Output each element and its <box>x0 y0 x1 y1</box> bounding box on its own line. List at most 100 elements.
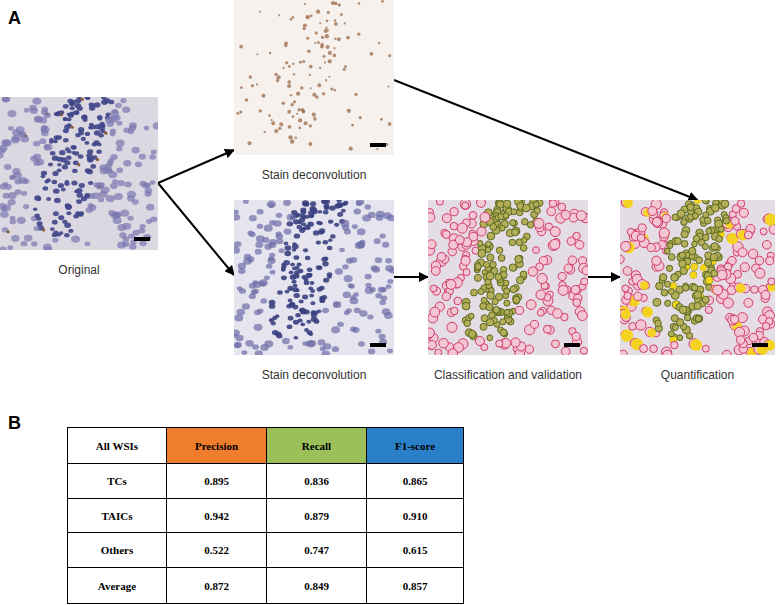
stain-dot <box>6 230 9 233</box>
nucleus <box>43 186 49 190</box>
nucleus <box>318 339 326 345</box>
nucleus <box>238 268 246 274</box>
classified-cell <box>534 218 544 228</box>
positive-cell <box>690 271 697 278</box>
classified-cell <box>621 241 631 251</box>
nucleus <box>32 98 41 105</box>
nucleus <box>234 247 240 254</box>
panel-caption: Quantification <box>661 368 734 382</box>
classified-cell <box>516 306 524 314</box>
table-cell: 0.857 <box>366 567 464 604</box>
positive-cell <box>706 277 713 284</box>
nucleus <box>79 183 85 188</box>
table-header-cell: Recall <box>266 427 367 464</box>
nucleus <box>348 283 354 288</box>
stain-dot <box>304 3 306 5</box>
classified-cell <box>487 254 494 261</box>
classified-cell <box>744 298 753 307</box>
nucleus <box>59 150 66 155</box>
classified-cell <box>549 200 557 207</box>
positive-cell <box>640 281 649 290</box>
classified-cell <box>666 265 672 271</box>
stain-dot <box>264 131 266 133</box>
nucleus <box>357 228 366 235</box>
nucleus <box>371 265 378 271</box>
nucleus <box>110 154 117 160</box>
classified-cell <box>513 296 520 303</box>
nucleus <box>0 148 5 154</box>
stain-dot <box>319 67 321 69</box>
classified-cell <box>760 228 767 235</box>
classified-cell <box>484 262 490 268</box>
nucleus <box>69 102 75 107</box>
nucleus <box>327 272 332 276</box>
nucleus <box>111 212 120 219</box>
classified-cell <box>551 340 559 348</box>
nucleus <box>307 330 313 335</box>
stain-dot <box>278 127 281 130</box>
cell-text: 0.895 <box>204 475 229 487</box>
nucleus <box>359 310 367 317</box>
classified-cell <box>500 329 507 336</box>
stain-dot <box>288 125 292 129</box>
nucleus <box>269 304 275 309</box>
classified-cell <box>677 252 685 260</box>
classified-cell <box>711 270 718 277</box>
classified-cell <box>512 229 519 236</box>
classified-cell <box>492 307 498 313</box>
nucleus <box>312 209 318 214</box>
histology-image <box>428 200 588 355</box>
image-ground <box>234 0 394 155</box>
histology-image <box>0 97 158 250</box>
classified-cell <box>523 204 531 212</box>
nucleus <box>92 193 100 200</box>
classified-cell <box>748 249 757 258</box>
stain-dot <box>325 27 327 29</box>
classified-cell <box>495 200 503 207</box>
nucleus <box>109 100 115 105</box>
nucleus <box>14 189 21 195</box>
nucleus <box>17 217 26 224</box>
cell-text: 0.879 <box>304 510 329 522</box>
nucleus <box>119 232 126 238</box>
nucleus <box>356 201 362 206</box>
scale-bar <box>564 343 580 347</box>
classified-cell <box>712 204 720 212</box>
classified-cell <box>622 285 629 292</box>
classified-cell <box>485 247 491 253</box>
classified-cell <box>511 338 520 347</box>
classified-cell <box>525 345 533 353</box>
nucleus <box>54 198 61 203</box>
nucleus <box>334 223 339 227</box>
classified-cell <box>436 200 443 205</box>
stain-dot <box>248 141 252 145</box>
classified-cell <box>731 315 739 323</box>
nucleus <box>275 332 281 337</box>
nucleus <box>302 295 308 300</box>
nucleus <box>7 110 16 117</box>
nucleus <box>270 270 276 275</box>
nucleus <box>365 274 372 280</box>
nucleus <box>284 251 291 256</box>
classified-cell <box>702 243 708 249</box>
classified-cell <box>580 347 587 354</box>
nucleus <box>76 199 82 204</box>
nucleus <box>300 308 305 312</box>
positive-cell <box>690 339 702 351</box>
stain-dot <box>316 10 320 14</box>
classified-cell <box>486 272 494 280</box>
nucleus <box>277 290 283 294</box>
nucleus <box>269 239 277 245</box>
nucleus <box>116 140 125 147</box>
nucleus <box>283 200 291 206</box>
panel-caption: Stain deconvolution <box>262 368 367 382</box>
stain-dot <box>290 139 294 143</box>
nucleus <box>53 211 59 216</box>
histology-image <box>620 200 775 355</box>
nucleus <box>67 150 72 154</box>
classified-cell <box>531 320 539 328</box>
stain-dot <box>296 92 300 96</box>
nucleus <box>98 133 103 137</box>
nucleus <box>144 126 150 131</box>
nucleus <box>0 183 7 189</box>
